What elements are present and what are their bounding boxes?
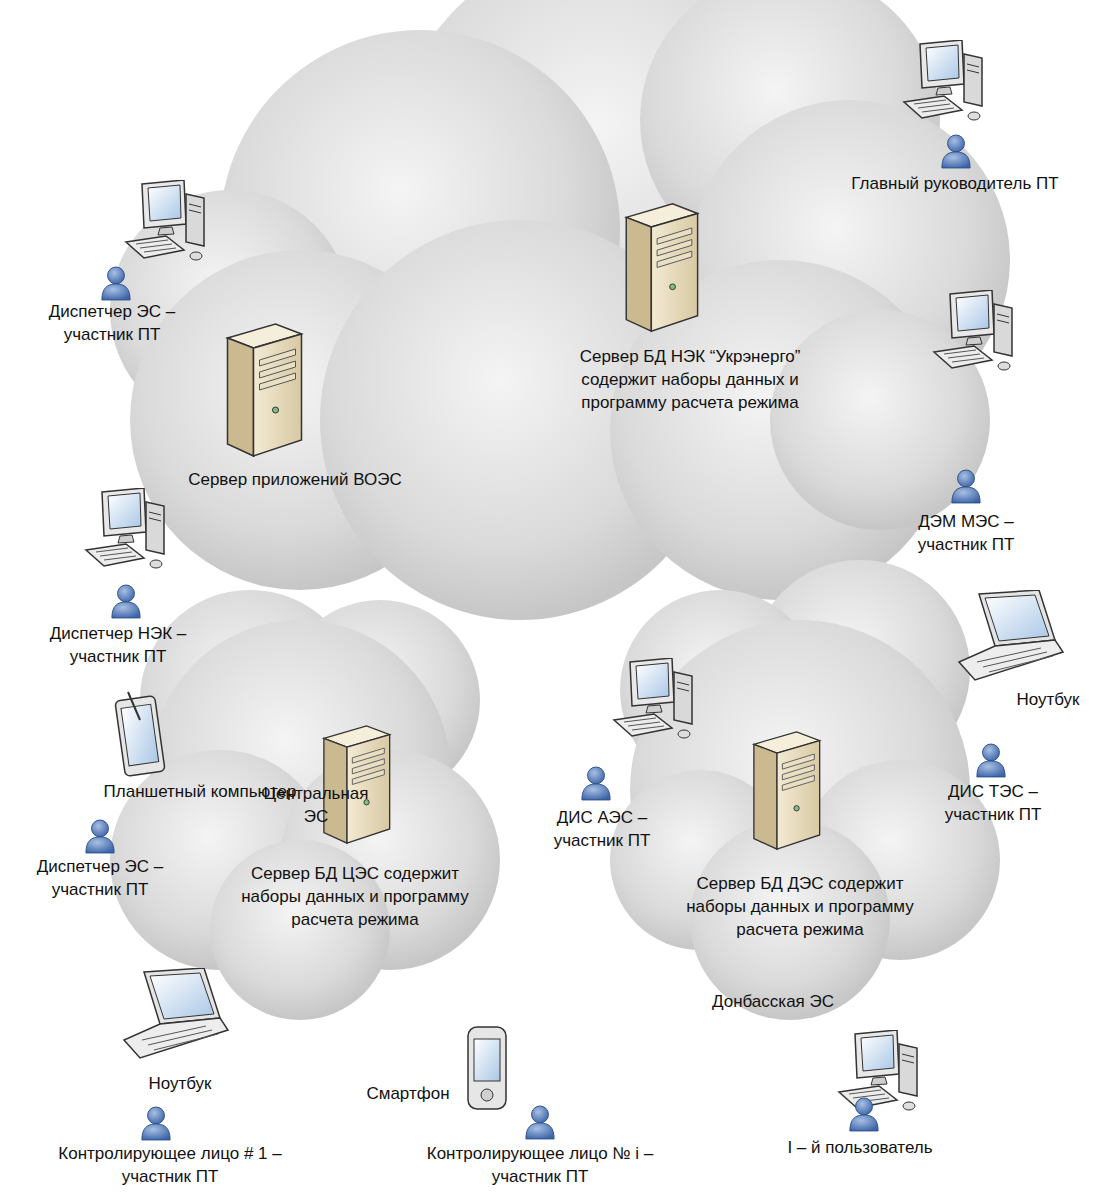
device-label: Диспетчер НЭК – участник ПТ (38, 622, 198, 668)
device-label: ДИС АЭС – участник ПТ (537, 806, 667, 852)
user-icon (952, 470, 980, 503)
user-icon (112, 585, 140, 618)
region-name: Донбасская ЭС (708, 990, 838, 1013)
device-label: Сервер приложений ВОЭС (145, 468, 445, 491)
device-label: Контролирующее лицо # 1 – участник ПТ (45, 1142, 295, 1188)
user-icon (86, 820, 114, 853)
device-label: Диспетчер ЭС – участник ПТ (32, 300, 192, 346)
user-icon (942, 135, 970, 168)
cloud-region: Донбасская ЭС (708, 990, 838, 1013)
server-icon (626, 204, 697, 331)
device-label: I – й пользователь (750, 1136, 970, 1159)
computer-icon (839, 1030, 917, 1110)
computer-icon (934, 290, 1012, 370)
device-label: ДИС ТЭС – участник ПТ (928, 780, 1058, 826)
computer-icon (904, 40, 982, 120)
server-icon (754, 732, 820, 849)
device-label: Сервер БД ДЭС содержит наборы данных и п… (680, 872, 920, 941)
server-icon (228, 324, 302, 456)
computer-icon (614, 658, 692, 738)
computer-icon (86, 488, 164, 568)
user-icon (102, 267, 130, 300)
cloud (610, 560, 1000, 1020)
device-label: Контролирующее лицо № i – участник ПТ (415, 1142, 665, 1188)
device-label: Сервер БД НЭК “Укрэнерго” содержит набор… (555, 345, 825, 414)
cloud (110, 0, 1010, 620)
device-label: ДЭМ МЭС – участник ПТ (896, 510, 1036, 556)
user-icon (850, 1098, 878, 1131)
smartphone-icon (468, 1027, 506, 1109)
user-icon (526, 1106, 554, 1139)
user-icon (142, 1107, 170, 1140)
tablet-icon (115, 692, 165, 776)
user-icon (582, 767, 610, 800)
device-label: Ноутбук (1003, 688, 1093, 711)
device-label: Сервер БД ЦЭС содержит наборы данных и п… (235, 862, 475, 931)
device-label: Смартфон (358, 1082, 458, 1105)
user-icon (977, 744, 1005, 777)
cloud-region: Центральная ЭС (251, 782, 381, 828)
device-label: Ноутбук (130, 1072, 230, 1095)
computer-icon (126, 180, 204, 260)
device-label: Главный руководитель ПТ (815, 172, 1095, 195)
cloud (110, 590, 500, 1020)
laptop-icon (124, 968, 228, 1058)
device-label: Диспетчер ЭС – участник ПТ (20, 855, 180, 901)
region-name: Центральная ЭС (251, 782, 381, 828)
laptop-icon (959, 590, 1063, 680)
